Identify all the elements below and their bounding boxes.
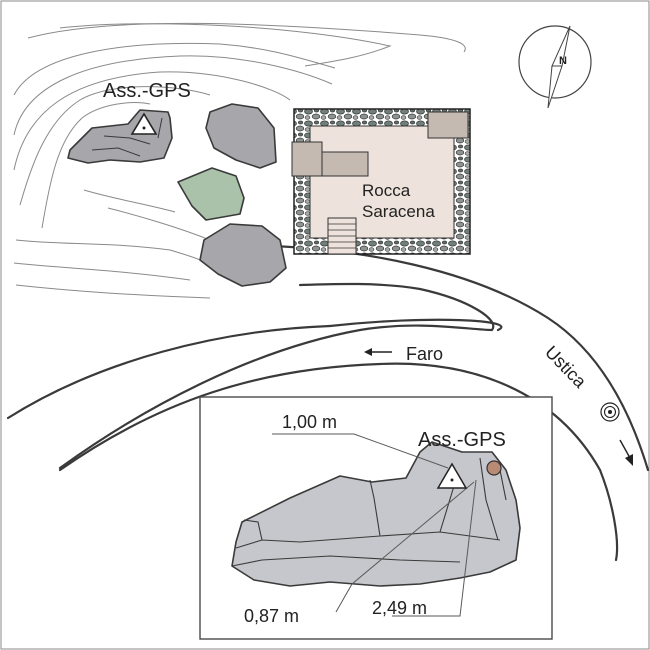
concentric-target-icon bbox=[600, 402, 620, 422]
rock-formations bbox=[67, 103, 287, 287]
circle-point-icon bbox=[486, 460, 502, 476]
distance-label-1: 1,00 m bbox=[282, 412, 337, 432]
faro-direction-arrow bbox=[364, 348, 392, 356]
inset-triangle-survey-marker-icon bbox=[436, 462, 468, 489]
distance-label-3: 2,49 m bbox=[372, 598, 427, 618]
inset-detail bbox=[199, 396, 553, 640]
north-arrow-icon bbox=[518, 25, 592, 109]
rock-outcrop-gps bbox=[67, 109, 173, 164]
leader-line-dist-2 bbox=[335, 481, 475, 613]
rock-boulder-upper bbox=[205, 103, 277, 169]
gps-station-label: Ass.-GPS bbox=[103, 80, 191, 102]
triangle-survey-marker-icon bbox=[130, 112, 158, 135]
distance-label-2: 0,87 m bbox=[244, 606, 299, 626]
fortress-rocca-saracena bbox=[291, 108, 471, 255]
road-label-faro: Faro bbox=[406, 344, 443, 364]
inset-gps-label: Ass.-GPS bbox=[418, 429, 506, 451]
ustica-direction-arrow bbox=[619, 439, 633, 466]
rock-boulder-lower bbox=[199, 223, 287, 287]
leader-line-dist-1 bbox=[272, 433, 449, 469]
fortress-label-line2: Saracena bbox=[362, 202, 435, 221]
contour-lines bbox=[13, 22, 466, 299]
vegetation-patch bbox=[177, 167, 245, 221]
north-label: N bbox=[559, 55, 567, 67]
leader-line-dist-3 bbox=[392, 479, 477, 617]
fortress-label-line1: Rocca bbox=[362, 181, 411, 200]
